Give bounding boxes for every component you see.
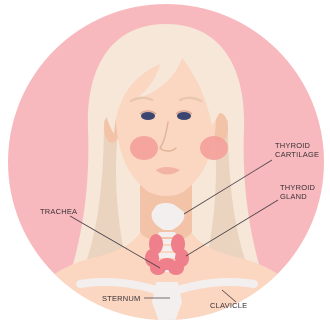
right-cheek (200, 136, 228, 160)
label-clavicle: CLAVICLE (210, 301, 247, 310)
left-eye (141, 112, 155, 120)
label-sternum: STERNUM (102, 294, 140, 303)
left-cheek (130, 136, 158, 160)
right-eye (177, 112, 191, 120)
label-trachea: TRACHEA (40, 207, 77, 216)
